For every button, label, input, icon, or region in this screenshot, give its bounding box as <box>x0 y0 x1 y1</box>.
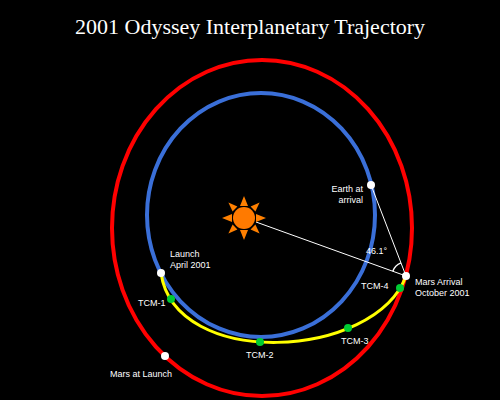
tcm-label: TCM-2 <box>246 350 274 361</box>
tcm-label: TCM-3 <box>341 336 369 347</box>
sun-symbol <box>222 196 266 240</box>
event-label: Launch April 2001 <box>170 249 218 271</box>
angle-label: 46.1° <box>366 246 387 257</box>
tcm-dot <box>256 338 264 346</box>
tcm-dot <box>344 324 352 332</box>
earth-orbit <box>147 93 375 337</box>
planet-label: Mars at Launch <box>110 369 172 380</box>
tcm-label: TCM-4 <box>361 281 389 292</box>
sun-mars-line <box>256 222 406 276</box>
tcm-dot <box>396 284 404 292</box>
launch-dot <box>157 269 165 277</box>
earth-dot <box>367 181 375 189</box>
diagram-title: 2001 Odyssey Interplanetary Trajectory <box>75 14 425 40</box>
event-label: Mars Arrival October 2001 <box>415 277 477 299</box>
tcm-dot <box>167 295 175 303</box>
transfer-trajectory <box>161 273 406 342</box>
tcm-label: TCM-1 <box>138 298 166 309</box>
earth-mars-line <box>371 185 406 276</box>
planet-label: Earth at arrival <box>321 184 363 206</box>
mars-orbit <box>112 60 412 396</box>
angle-arc <box>393 263 401 271</box>
mars-launch-dot <box>161 352 169 360</box>
mars-arrival-dot <box>402 272 410 280</box>
